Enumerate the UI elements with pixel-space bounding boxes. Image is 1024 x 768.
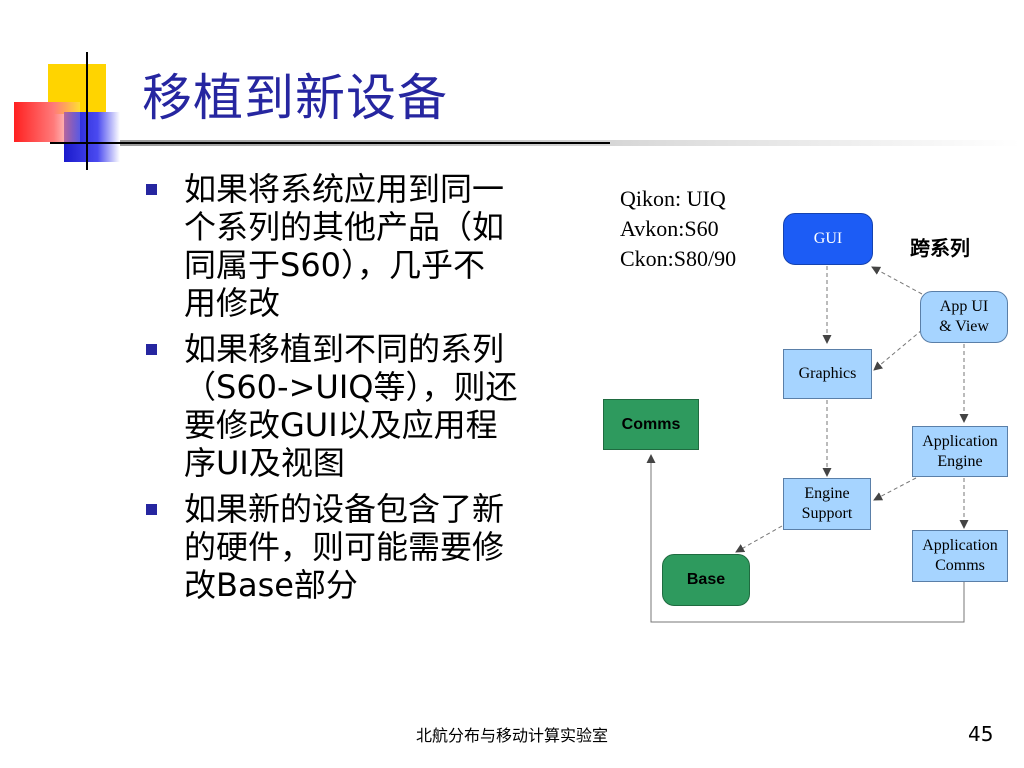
bullet-square-icon [146, 504, 157, 515]
bullet-item-3: 如果新的设备包含了新 的硬件，则可能需要修 改Base部分 [146, 490, 606, 604]
bullet-text: 如果移植到不同的系列 （S60->UIQ等），则还 要修改GUI以及应用程 序U… [184, 330, 518, 482]
node-application-engine: Application Engine [912, 426, 1008, 477]
logo-vertical-line [86, 52, 88, 170]
connector-appcomms-comms [646, 454, 965, 623]
connector-enginesupport-base [735, 525, 783, 553]
node-engine-support: Engine Support [783, 478, 871, 530]
connector-appui-graphics [873, 329, 923, 371]
cross-series-label: 跨系列 [910, 236, 970, 260]
node-graphics: Graphics [783, 349, 872, 399]
node-comms: Comms [603, 399, 699, 450]
bullet-item-2: 如果移植到不同的系列 （S60->UIQ等），则还 要修改GUI以及应用程 序U… [146, 330, 606, 482]
title-underline [50, 142, 610, 144]
node-gui: GUI [783, 213, 873, 265]
framework-legend: Qikon: UIQ Avkon:S60 Ckon:S80/90 [620, 186, 737, 271]
node-base: Base [662, 554, 750, 606]
connector-appui-gui [871, 266, 923, 295]
bullet-square-icon [146, 344, 157, 355]
page-number: 45 [968, 722, 994, 746]
node-app-ui-view: App UI & View [920, 291, 1008, 343]
node-application-comms: Application Comms [912, 530, 1008, 582]
footer-lab-name: 北航分布与移动计算实验室 [415, 726, 608, 745]
bullet-item-1: 如果将系统应用到同一 个系列的其他产品（如 同属于S60），几乎不 用修改 [146, 170, 606, 322]
slide-title: 移植到新设备 [142, 69, 448, 127]
bullet-text: 如果新的设备包含了新 的硬件，则可能需要修 改Base部分 [184, 490, 505, 604]
connector-appengine-enginesupport [873, 477, 917, 501]
bullet-square-icon [146, 184, 157, 195]
bullet-text: 如果将系统应用到同一 个系列的其他产品（如 同属于S60），几乎不 用修改 [184, 170, 505, 322]
bullet-list: 如果将系统应用到同一 个系列的其他产品（如 同属于S60），几乎不 用修改 如果… [146, 170, 606, 612]
logo-red-square [14, 102, 80, 142]
